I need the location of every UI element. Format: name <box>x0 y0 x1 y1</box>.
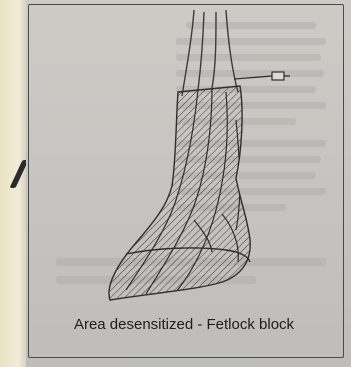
figure-caption: Area desensitized - Fetlock block <box>26 316 342 333</box>
book-page: Area desensitized - Fetlock block <box>26 0 351 367</box>
cannon-bone-outline <box>182 10 238 96</box>
adjacent-page-edge <box>0 0 26 367</box>
horse-lower-leg-diagram <box>26 0 351 367</box>
needle-icon <box>234 72 290 80</box>
desensitized-area <box>109 86 250 300</box>
